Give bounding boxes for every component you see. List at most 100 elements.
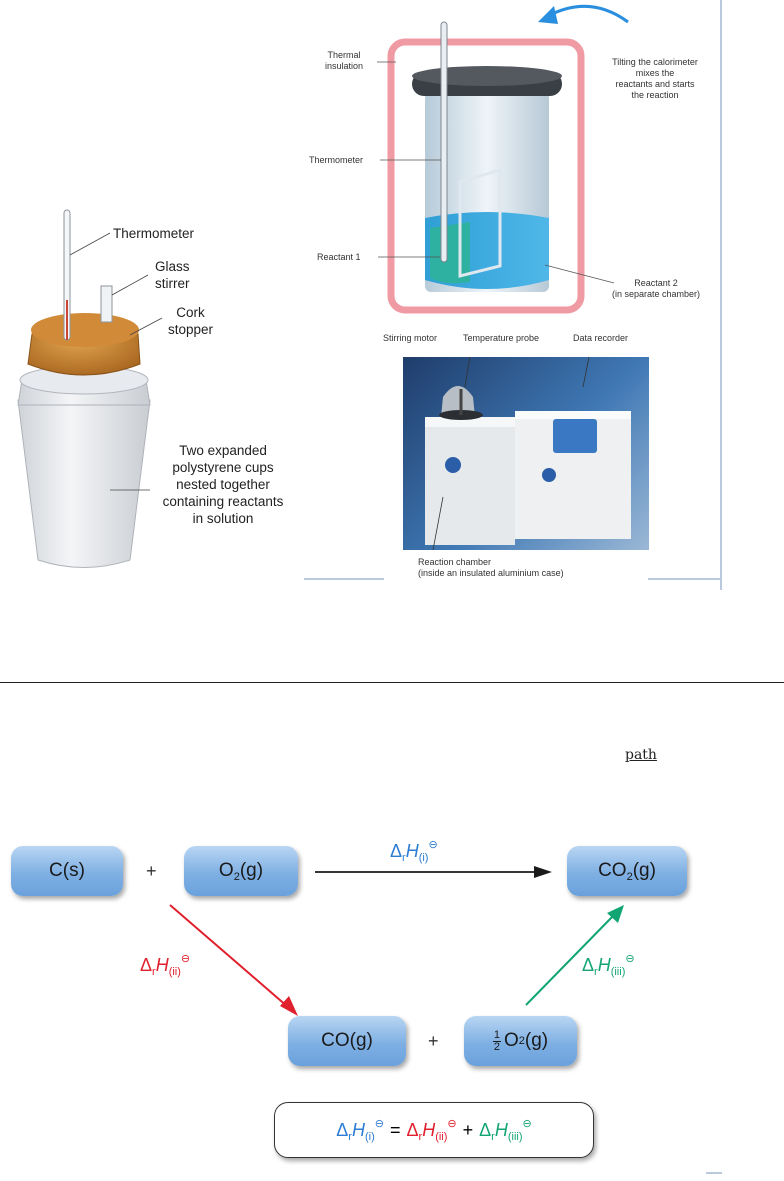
enthalpy-symbol: H (494, 1120, 508, 1140)
label-subscript: (iii) (610, 966, 626, 978)
equation-term-iii: ΔrH(iii)⊖ (479, 1117, 532, 1143)
label-line: Glass (155, 259, 190, 274)
box-oxygen: O2(g) (184, 846, 298, 896)
label-subscript: (ii) (168, 966, 181, 978)
label-thermometer: Thermometer (113, 226, 195, 241)
label-line: polystyrene cups (172, 460, 274, 475)
delta-symbol: Δ (479, 1120, 492, 1140)
delta-symbol: Δ (582, 955, 595, 975)
label-subscript: (i) (364, 1131, 375, 1143)
reaction-subscript: r (402, 852, 406, 864)
label-line: Tilting the calorimeter (612, 57, 698, 67)
label-line: stirrer (155, 276, 190, 291)
species-state: (g) (524, 1030, 549, 1051)
label-line: Reactant 2 (634, 278, 678, 288)
standard-state-icon: ⊖ (447, 1118, 457, 1130)
label-subscript: (iii) (507, 1131, 523, 1143)
standard-state-icon: ⊖ (522, 1118, 532, 1130)
label-line: the reaction (631, 90, 679, 100)
section-divider (0, 682, 784, 683)
plus-sign: + (146, 861, 157, 881)
label-line: mixes the (635, 68, 675, 78)
species-oxygen: O2(g) (219, 860, 263, 883)
reaction-subscript: r (418, 1131, 423, 1143)
bottom-rule (304, 578, 384, 580)
label-reactant-2: Reactant 2 (in separate chamber) (612, 278, 700, 300)
thermal-insulation-frame (387, 38, 585, 314)
delta-symbol: Δ (390, 841, 403, 861)
label-subscript: (ii) (435, 1131, 448, 1143)
label-subscript: (i) (418, 852, 429, 864)
delta-symbol: Δ (336, 1120, 349, 1140)
calorimeter-thermometer (440, 21, 448, 263)
label-line: (in separate chamber) (612, 289, 701, 299)
label-line: nested together (176, 477, 270, 492)
coffee-cup-calorimeter-diagram (17, 209, 163, 568)
species-state: (g) (239, 859, 264, 881)
species-subscript: 2 (233, 870, 240, 883)
label-data-recorder: Data recorder (573, 333, 629, 343)
standard-state-icon: ⊖ (374, 1118, 384, 1130)
fraction-denominator: 2 (493, 1040, 500, 1053)
standard-state-icon: ⊖ (428, 839, 438, 851)
label-calorimeter-thermometer: Thermometer (309, 155, 364, 165)
hess-cycle-arrows (169, 866, 624, 1016)
label-temperature-probe: Temperature probe (463, 333, 540, 343)
label-stirring-motor: Stirring motor (383, 333, 438, 343)
species-subscript: 2 (626, 870, 633, 883)
species-carbon: C(s) (49, 860, 85, 881)
enthalpy-symbol: H (405, 841, 419, 861)
species-symbol: O (218, 859, 234, 881)
calorimeter-diagram (377, 4, 629, 314)
label-tilting: Tilting the calorimeter mixes the reacta… (590, 57, 720, 101)
label-line: reactants and starts (615, 79, 695, 89)
enthalpy-symbol: H (155, 955, 169, 975)
standard-state-icon: ⊖ (180, 953, 191, 965)
enthalpy-label-i: ΔrH(i)⊖ (390, 838, 438, 864)
path-link[interactable]: path (625, 747, 657, 763)
calorimeter-photo-drawing (425, 336, 631, 551)
label-line: Reaction chamber (418, 557, 492, 567)
label-reaction-chamber: Reaction chamber (inside an insulated al… (418, 557, 564, 579)
hess-equation-box: ΔrH(i)⊖ = ΔrH(ii)⊖ + ΔrH(iii)⊖ (274, 1102, 594, 1158)
species-state: (g) (632, 859, 656, 881)
label-cork-stopper: Cork stopper (168, 304, 213, 338)
label-polystyrene-cups: Two expanded polystyrene cups nested tog… (150, 442, 296, 527)
species-symbol: O (503, 1030, 519, 1051)
label-thermal-insulation: Thermal insulation (325, 50, 363, 72)
standard-state-icon: ⊖ (625, 953, 635, 965)
bottom-rule (648, 578, 720, 580)
label-line: Cork (176, 305, 205, 320)
reaction-subscript: r (348, 1131, 352, 1143)
equals-sign: = (389, 1119, 401, 1140)
label-line: containing reactants (162, 494, 284, 509)
plus-sign: + (428, 1031, 439, 1051)
label-line: Two expanded (179, 443, 267, 458)
glass-stirrer (100, 285, 113, 323)
equation-term-i: ΔrH(i)⊖ (336, 1117, 384, 1143)
species-carbon-monoxide: CO(g) (321, 1030, 373, 1051)
reaction-subscript: r (152, 966, 156, 978)
species-subscript: 2 (518, 1035, 525, 1047)
reaction-subscript: r (594, 966, 598, 978)
equation-term-ii: ΔrH(ii)⊖ (406, 1117, 456, 1143)
calorimeter-photo (403, 336, 649, 551)
delta-symbol: Δ (406, 1120, 419, 1140)
reaction-subscript: r (491, 1131, 495, 1143)
enthalpy-symbol: H (351, 1120, 365, 1140)
enthalpy-symbol: H (597, 955, 611, 975)
box-carbon-monoxide: CO(g) (288, 1016, 406, 1066)
enthalpy-label-ii: ΔrH(ii)⊖ (140, 952, 190, 978)
enthalpy-symbol: H (422, 1120, 436, 1140)
species-carbon-dioxide: CO2(g) (598, 860, 656, 883)
label-line: (inside an insulated aluminium case) (418, 568, 564, 578)
fraction-numerator: 1 (492, 1028, 501, 1042)
label-line: in solution (192, 511, 254, 526)
box-carbon: C(s) (11, 846, 123, 896)
delta-symbol: Δ (140, 955, 153, 975)
plus-sign: + (462, 1119, 474, 1140)
label-line: stopper (168, 322, 214, 337)
label-line: insulation (325, 61, 364, 71)
